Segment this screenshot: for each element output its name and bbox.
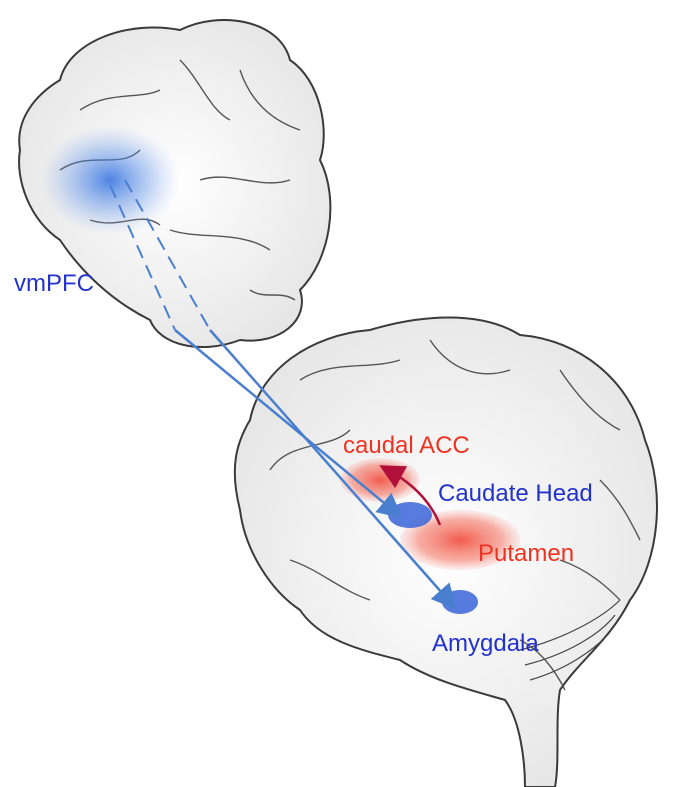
frontal-lobe-sketch — [19, 20, 330, 347]
vmpfc-label: vmPFC — [14, 272, 94, 296]
whole-brain-sketch — [235, 318, 657, 787]
caudate-head-label: Caudate Head — [438, 482, 593, 506]
caudal-acc-label: caudal ACC — [343, 434, 470, 458]
amygdala-label: Amygdala — [432, 632, 539, 656]
putamen-label: Putamen — [478, 542, 574, 566]
